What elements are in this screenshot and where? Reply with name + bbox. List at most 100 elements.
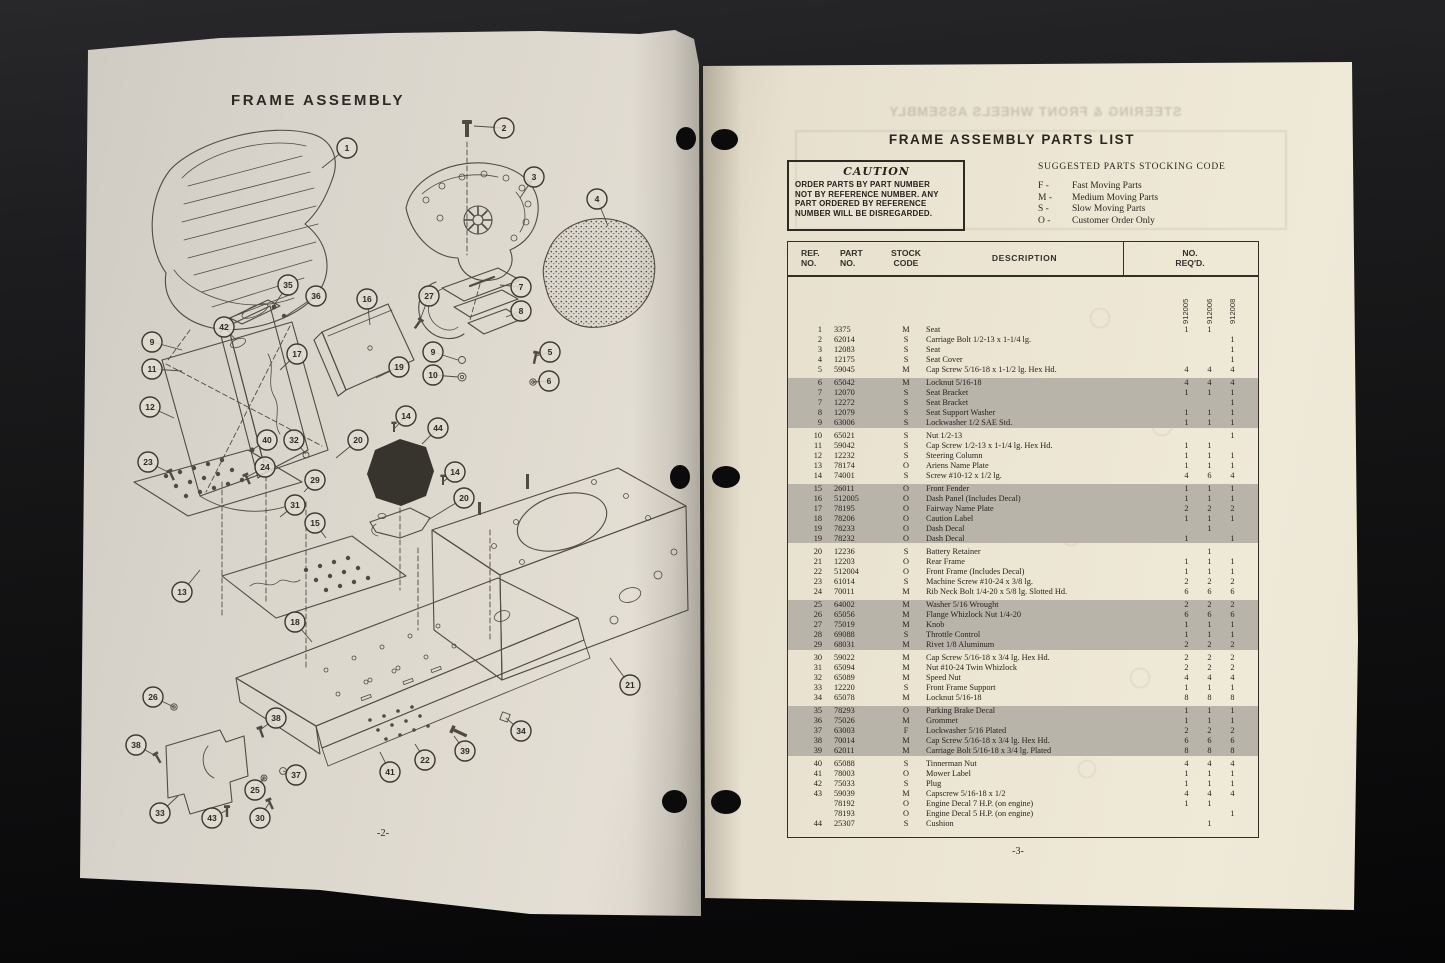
diagram-callout: 33 [149,795,179,824]
header-divider [1123,242,1124,275]
diagram-callout: 41 [379,751,401,783]
diagram-callout: 4 [586,188,609,227]
binder-hole [670,465,690,489]
stocking-code-item: S -Slow Moving Parts [1038,204,1146,215]
svg-text:36: 36 [311,291,321,301]
diagram-callout: 38 [125,734,157,757]
svg-text:7: 7 [519,282,524,292]
svg-text:6: 6 [547,376,552,386]
diagram-callout: 32 [283,429,307,455]
diagram-callout: 11 [141,358,183,380]
svg-text:37: 37 [291,770,301,780]
svg-text:5: 5 [548,347,553,357]
diagram-callout: 12 [139,396,175,419]
caution-title: CAUTION [843,165,910,178]
svg-text:27: 27 [424,291,434,301]
diagram-callout: 16 [356,288,378,326]
svg-text:10: 10 [428,370,438,380]
svg-text:39: 39 [460,746,470,756]
svg-text:21: 21 [625,680,635,690]
svg-text:33: 33 [155,808,165,818]
diagram-callout: 26 [142,686,175,708]
diagram-callout: 22 [414,743,436,771]
diagram-callout: 5 [535,341,561,363]
svg-text:42: 42 [219,322,229,332]
diagram-callout: 14 [442,461,466,483]
stocking-code-legend: SUGGESTED PARTS STOCKING CODE F -Fast Mo… [1038,162,1278,227]
svg-text:2: 2 [502,123,507,133]
diagram-callout: 19 [375,356,410,379]
svg-text:16: 16 [362,294,372,304]
caution-line: NOT BY REFERENCE NUMBER. ANY [795,189,939,199]
svg-text:1: 1 [345,143,350,153]
svg-text:17: 17 [292,349,302,359]
svg-text:26: 26 [148,692,158,702]
svg-text:24: 24 [260,462,270,472]
ghost-mark [1078,760,1096,778]
header-description: DESCRIPTION [991,253,1058,263]
binder-hole [676,127,696,150]
svg-text:29: 29 [310,475,320,485]
svg-text:8: 8 [519,306,524,316]
diagram-callout: 7 [499,276,532,298]
diagram-callout: 15 [304,512,327,539]
svg-text:18: 18 [290,617,300,627]
page-number-right: -3- [1012,846,1024,857]
diagram-callout: 43 [201,807,228,829]
model-column-label: 912006 [1204,298,1214,324]
diagram-callout: 25 [244,777,266,801]
diagram-callout: 14 [393,405,417,430]
diagram-callout: 1 [321,137,358,169]
ghost-mark [1090,308,1110,328]
right-page: STEERING & FRONT WHEELS ASSEMBLY FRAME A… [703,62,1358,910]
diagram-callout: 37 [282,764,307,786]
svg-text:31: 31 [290,500,300,510]
diagram-callout: 27 [418,285,440,321]
diagram-callout: 9 [422,341,459,363]
page-title-right: FRAME ASSEMBLY PARTS LIST [888,132,1136,147]
bleed-through-title: STEERING & FRONT WHEELS ASSEMBLY [888,104,1182,119]
diagram-callout: 31 [279,494,306,518]
svg-text:13: 13 [177,587,187,597]
stocking-code-item: F -Fast Moving Parts [1038,181,1142,191]
stocking-code-item: O -Customer Order Only [1038,215,1155,226]
diagram-callout: 2 [473,117,515,139]
svg-text:38: 38 [271,713,281,723]
svg-text:22: 22 [420,755,430,765]
diagram-callout: 24 [246,456,276,478]
